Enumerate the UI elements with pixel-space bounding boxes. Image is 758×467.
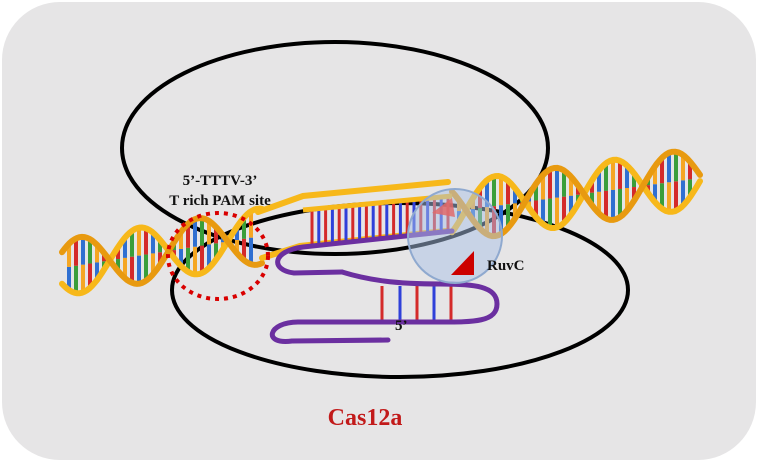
figure-title: Cas12a: [328, 405, 403, 431]
five-prime-label: 5’: [395, 318, 408, 334]
right-helix-strand-a: [449, 156, 703, 236]
ruvc-label: RuvC: [487, 258, 525, 274]
pam-sequence-label: 5’-TTTV-3’: [183, 173, 258, 189]
left-helix-strand-b: [59, 215, 265, 287]
pam-site-label: T rich PAM site: [169, 193, 271, 209]
cleavage-triangle-icon: [432, 198, 455, 217]
non-target-strand: [255, 179, 451, 215]
ruvc-domain: [407, 188, 503, 284]
hairpin-base-pairs: [380, 286, 453, 320]
pam-site-circle: [166, 211, 270, 301]
crrna-hairpin: [270, 269, 500, 344]
ruvc-triangle-icon: [451, 251, 474, 275]
rec-lobe-outline: [120, 40, 550, 256]
crrna-spacer: [275, 228, 455, 276]
